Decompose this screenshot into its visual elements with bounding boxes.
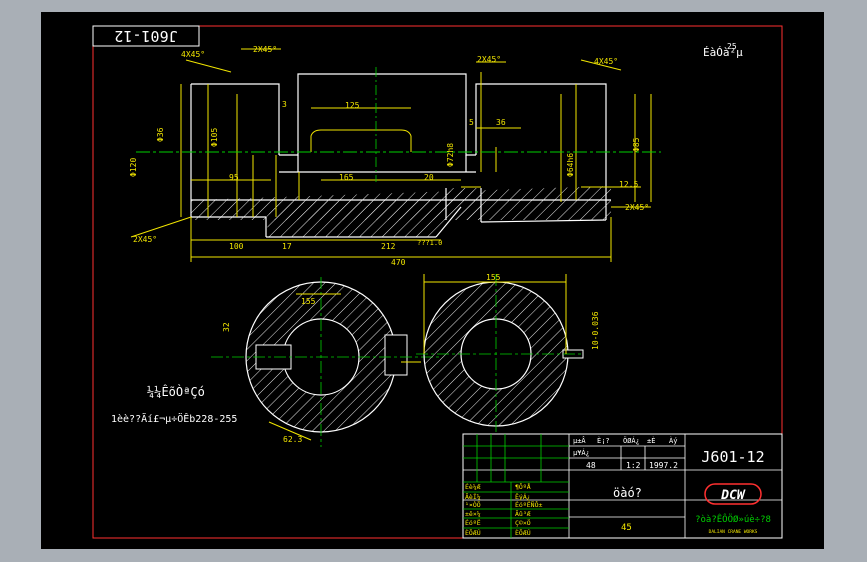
tech-title: ¼¼ÊõÒªÇó xyxy=(147,384,205,399)
tb-row-value: ÊýÁ¿ xyxy=(515,492,531,501)
chamfer-dim: 2X45° xyxy=(477,55,501,64)
school-name: ?òà?ÊÔÖØ»úè÷?8 xyxy=(695,513,771,525)
width-dim: 155 xyxy=(301,297,316,306)
depth-dim: 62.3 xyxy=(283,435,302,444)
chamfer-dim: 2X45° xyxy=(625,203,649,212)
mirrored-code: J601-12 xyxy=(114,27,177,45)
tb-row-value: ÈÕÆÚ xyxy=(515,528,531,537)
tb-date: 1997.2 xyxy=(649,461,678,470)
tb-mass: 48 xyxy=(586,461,596,470)
tb-header: È¡? xyxy=(597,436,610,445)
title-block: µ±Â È¡? ÖØÁ¿ ±È Àý µ¥Á¿ 48 1:2 1997.2 Éè… xyxy=(462,433,783,539)
length-dim: 95 xyxy=(229,173,239,182)
tb-row-label: ÉóºË xyxy=(465,518,481,527)
roughness-symbol: ÉàÓà²µ xyxy=(703,46,743,59)
diameter-dim: Φ85 xyxy=(632,137,641,152)
drawing-frame xyxy=(92,25,783,539)
tb-header: Àý xyxy=(669,436,677,445)
diameter-dim: Φ64h6 xyxy=(566,153,575,177)
length-dim: 12.5 xyxy=(619,180,638,189)
drawing-svg: J601-12 ÉàÓà²µ 25 xyxy=(92,25,783,539)
tb-row-label: ÈÕÆÚ xyxy=(465,528,481,537)
tb-row-label: ÃèÍ¼ xyxy=(465,492,481,501)
cad-drawing-canvas: J601-12 ÉàÓà²µ 25 xyxy=(41,12,824,549)
tb-header: ±È xyxy=(647,436,655,445)
roughness-note: ???1.0 xyxy=(417,239,442,247)
tb-row-value: Ç©×Ö xyxy=(515,518,531,527)
length-dim: 470 xyxy=(391,258,406,267)
width-dim: 32 xyxy=(222,322,231,332)
length-dim: 20 xyxy=(424,173,434,182)
length-dim: 212 xyxy=(381,242,396,251)
tb-header: ÖØÁ¿ xyxy=(623,436,640,445)
chamfer-dim: 2X45° xyxy=(253,45,277,54)
section-b-view: 155 10-0.036 xyxy=(416,273,600,432)
chamfer-dim: 4X45° xyxy=(594,57,618,66)
tb-scale: 1:2 xyxy=(626,461,641,470)
length-dim: 125 xyxy=(345,101,360,110)
length-dim: 100 xyxy=(229,242,244,251)
diameter-dim: Φ72h8 xyxy=(446,143,455,167)
tb-row-value: ÉóºËÑÔ± xyxy=(515,500,542,509)
length-dim: 17 xyxy=(282,242,292,251)
length-dim: 165 xyxy=(339,173,354,182)
diameter-dim: Φ36 xyxy=(156,127,165,142)
tb-row-label: ±ê×¼ xyxy=(465,510,481,518)
shaft-section-view xyxy=(130,48,661,262)
length-dim: 36 xyxy=(496,118,506,127)
drawing-code: J601-12 xyxy=(701,448,764,466)
tb-row-value: Ãû³Æ xyxy=(515,509,531,518)
length-dim: 3 xyxy=(282,100,287,109)
tb-qty-label: µ¥Á¿ xyxy=(573,448,590,457)
diameter-dim: Φ120 xyxy=(129,158,138,177)
company-logo: DCW xyxy=(720,488,746,503)
section-a-view: 155 62.3 32 xyxy=(211,277,441,447)
roughness-sup: 25 xyxy=(727,42,737,51)
chamfer-dim: 2X45° xyxy=(133,235,157,244)
tb-header: µ±Â xyxy=(573,436,586,445)
tech-note: 1èè??Ãí£¬µ÷ÖÊb228-255 xyxy=(111,412,237,425)
diameter-dim: Φ105 xyxy=(210,128,219,147)
width-dim: 155 xyxy=(486,273,501,282)
code-box xyxy=(92,25,200,47)
tb-row-label: Éè¼Æ xyxy=(465,482,481,491)
company-logo-sub: DALIAN CRANE WORKS xyxy=(709,529,758,535)
chamfer-dim: 4X45° xyxy=(181,50,205,59)
length-dim: 5 xyxy=(469,118,474,127)
tb-row-label: ¹¤ÒÕ xyxy=(465,500,481,509)
part-name: öàó? xyxy=(613,486,642,500)
material: 45 xyxy=(621,523,632,533)
tb-row-value: ¶ÔºÅ xyxy=(515,482,531,491)
company-logo-frame xyxy=(704,483,762,505)
key-width-dim: 10-0.036 xyxy=(591,311,600,350)
